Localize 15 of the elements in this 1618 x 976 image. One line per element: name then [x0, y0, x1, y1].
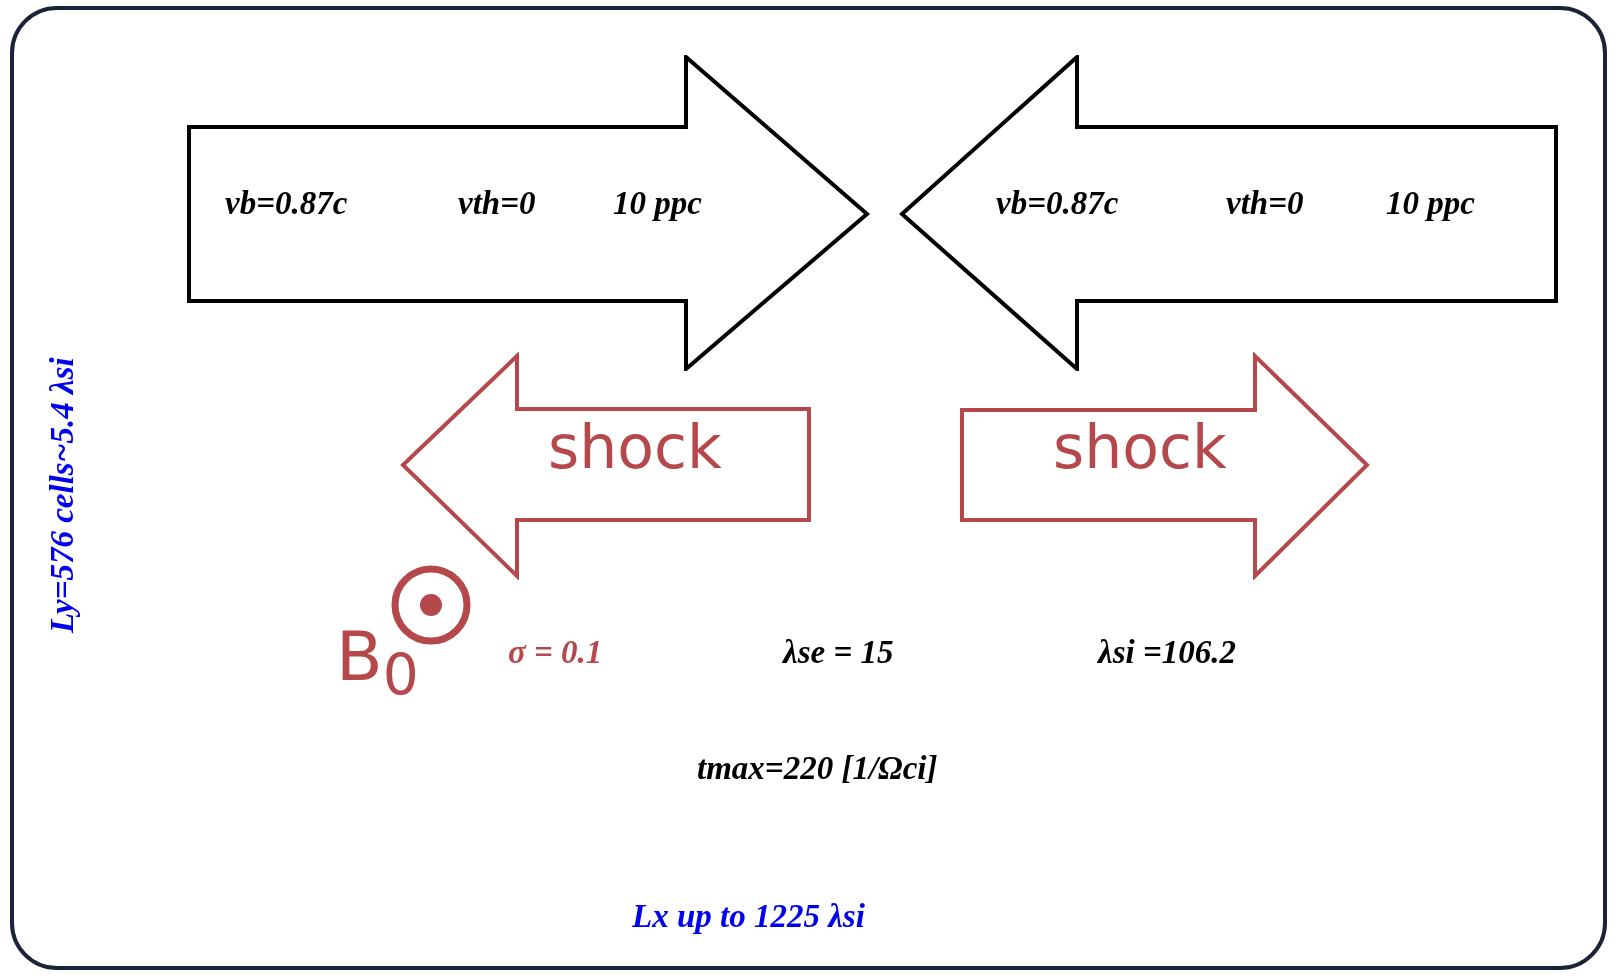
parameter-label: vth=0 [1226, 185, 1304, 222]
shock-label: shock [548, 417, 722, 477]
parameter-label: 10 ppc [613, 185, 702, 222]
field-label: B$_{0}$ [336, 620, 419, 706]
time-label: tmax=220 [1/Ωci] [697, 750, 938, 787]
electron-skin-depth-label: λse = 15 [783, 634, 894, 671]
length-y-label: Ly=576 cells~5.4 λsi [43, 357, 80, 633]
parameter-label: vb=0.87c [996, 185, 1119, 222]
length-x-label: Lx up to 1225 λsi [632, 898, 865, 935]
parameter-label: vth=0 [458, 185, 536, 222]
shock-label: shock [1053, 417, 1227, 477]
magnetization-label: σ = 0.1 [508, 634, 603, 671]
parameter-label: 10 ppc [1386, 185, 1475, 222]
parameter-label: vb=0.87c [225, 185, 348, 222]
ion-skin-depth-label: λsi =106.2 [1098, 634, 1236, 671]
